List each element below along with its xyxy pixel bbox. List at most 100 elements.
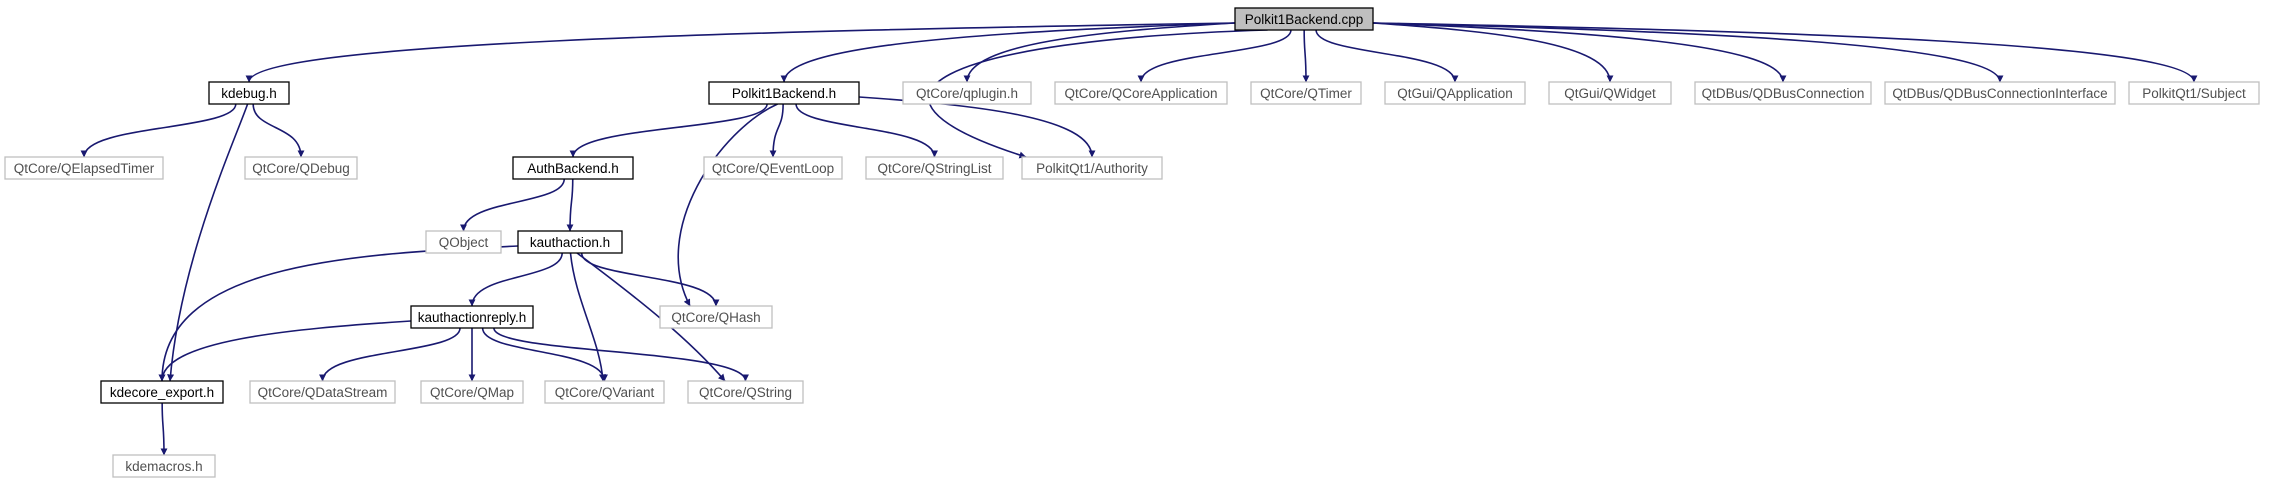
node-qstring: QtCore/QString bbox=[687, 380, 804, 404]
edge-polkit1backend-h-to-qhash bbox=[677, 103, 778, 307]
node-box-qeventloop bbox=[703, 156, 843, 180]
node-qdbusconnection: QtDBus/QDBusConnection bbox=[1694, 81, 1872, 105]
node-box-qvariant bbox=[544, 380, 665, 404]
edge-kdecore-export-h-to-kdemacros-h bbox=[160, 402, 168, 456]
node-box-qdbusconnection bbox=[1694, 81, 1872, 105]
node-qplugin-h: QtCore/qplugin.h bbox=[902, 81, 1032, 105]
edge-polkit1backend-cpp-to-qdbusconnectioninterface bbox=[1372, 22, 2004, 83]
node-qapplication: QtGui/QApplication bbox=[1384, 81, 1526, 105]
node-box-qtimer bbox=[1250, 81, 1362, 105]
node-qvariant: QtCore/QVariant bbox=[544, 380, 665, 404]
edge-polkit1backend-cpp-to-qtimer bbox=[1302, 29, 1310, 83]
node-label-qobject: QObject bbox=[439, 235, 489, 250]
edge-polkit1backend-cpp-to-qapplication bbox=[1315, 29, 1459, 83]
node-label-qplugin-h: QtCore/qplugin.h bbox=[916, 86, 1018, 101]
node-box-kdemacros-h bbox=[112, 454, 216, 478]
edge-polkit1backend-h-to-qstringlist bbox=[795, 103, 938, 158]
node-box-qplugin-h bbox=[902, 81, 1032, 105]
node-qelapsedtimer: QtCore/QElapsedTimer bbox=[4, 156, 164, 180]
node-polkitqt1-authority: PolkitQt1/Authority bbox=[1021, 156, 1163, 180]
node-box-kdebug-h bbox=[208, 81, 290, 105]
node-box-kdecore-export-h bbox=[100, 380, 224, 404]
node-qhash: QtCore/QHash bbox=[659, 305, 773, 329]
node-kdebug-h[interactable]: kdebug.h bbox=[208, 81, 290, 105]
edge-authbackend-h-to-kauthaction-h bbox=[566, 178, 574, 232]
node-qdbusconnectioninterface: QtDBus/QDBusConnectionInterface bbox=[1884, 81, 2116, 105]
node-label-qstring: QtCore/QString bbox=[699, 385, 792, 400]
node-box-qelapsedtimer bbox=[4, 156, 164, 180]
node-label-qvariant: QtCore/QVariant bbox=[555, 385, 655, 400]
node-qmap: QtCore/QMap bbox=[420, 380, 524, 404]
node-label-kdebug-h: kdebug.h bbox=[221, 86, 277, 101]
edge-kauthactionreply-h-to-qvariant bbox=[481, 327, 608, 382]
edge-polkit1backend-cpp-to-qcoreapplication bbox=[1137, 29, 1292, 83]
node-box-qstring bbox=[687, 380, 804, 404]
node-label-polkit1backend-h: Polkit1Backend.h bbox=[732, 86, 836, 101]
node-label-polkitqt1-subject: PolkitQt1/Subject bbox=[2142, 86, 2246, 101]
edges-layer bbox=[80, 22, 2198, 456]
node-box-qmap bbox=[420, 380, 524, 404]
edge-polkit1backend-cpp-to-polkit1backend-h bbox=[780, 22, 1236, 83]
node-box-polkit1backend-cpp bbox=[1234, 7, 1374, 31]
node-label-authbackend-h: AuthBackend.h bbox=[527, 161, 619, 176]
node-label-kdemacros-h: kdemacros.h bbox=[125, 459, 202, 474]
edge-polkit1backend-h-to-qeventloop bbox=[769, 103, 784, 158]
edge-polkit1backend-cpp-to-polkitqt1-subject bbox=[1372, 22, 2198, 83]
node-polkit1backend-cpp[interactable]: Polkit1Backend.cpp bbox=[1234, 7, 1374, 31]
edge-polkit1backend-cpp-to-qplugin-h bbox=[963, 22, 1236, 83]
edge-authbackend-h-to-qobject bbox=[460, 178, 566, 232]
node-label-qcoreapplication: QtCore/QCoreApplication bbox=[1064, 86, 1217, 101]
node-box-kauthaction-h bbox=[517, 230, 623, 254]
node-label-polkitqt1-authority: PolkitQt1/Authority bbox=[1036, 161, 1148, 176]
node-label-polkit1backend-cpp: Polkit1Backend.cpp bbox=[1245, 12, 1364, 27]
node-box-qdebug bbox=[244, 156, 358, 180]
node-box-authbackend-h bbox=[512, 156, 634, 180]
node-qstringlist: QtCore/QStringList bbox=[865, 156, 1004, 180]
edge-polkit1backend-h-to-polkitqt1-authority bbox=[858, 96, 1096, 158]
node-box-polkit1backend-h bbox=[708, 81, 860, 105]
node-qobject: QObject bbox=[425, 230, 502, 254]
node-label-kdecore-export-h: kdecore_export.h bbox=[110, 385, 214, 400]
node-kdecore-export-h[interactable]: kdecore_export.h bbox=[100, 380, 224, 404]
node-box-qobject bbox=[425, 230, 502, 254]
node-box-polkitqt1-authority bbox=[1021, 156, 1163, 180]
node-polkitqt1-subject: PolkitQt1/Subject bbox=[2128, 81, 2260, 105]
nodes-layer: Polkit1Backend.cpp kdebug.h Polkit1Backend… bbox=[4, 7, 2260, 478]
node-box-qcoreapplication bbox=[1054, 81, 1228, 105]
node-label-qdatastream: QtCore/QDataStream bbox=[258, 385, 388, 400]
node-label-qtimer: QtCore/QTimer bbox=[1260, 86, 1352, 101]
node-box-qdatastream bbox=[249, 380, 396, 404]
node-kauthactionreply-h[interactable]: kauthactionreply.h bbox=[410, 305, 534, 329]
edge-kauthaction-h-to-qhash bbox=[580, 252, 720, 307]
node-box-qdbusconnectioninterface bbox=[1884, 81, 2116, 105]
edge-kauthactionreply-h-to-qdatastream bbox=[319, 327, 461, 382]
node-qtimer: QtCore/QTimer bbox=[1250, 81, 1362, 105]
edge-polkit1backend-cpp-to-kdebug-h bbox=[245, 22, 1236, 83]
node-qdebug: QtCore/QDebug bbox=[244, 156, 358, 180]
edge-kauthaction-h-to-kauthactionreply-h bbox=[468, 252, 563, 307]
node-box-qstringlist bbox=[865, 156, 1004, 180]
node-polkit1backend-h[interactable]: Polkit1Backend.h bbox=[708, 81, 860, 105]
edge-polkit1backend-cpp-to-qwidget bbox=[1372, 22, 1614, 83]
node-label-qeventloop: QtCore/QEventLoop bbox=[712, 161, 834, 176]
node-box-qhash bbox=[659, 305, 773, 329]
edge-polkit1backend-h-to-authbackend-h bbox=[569, 103, 768, 158]
edge-kauthaction-h-to-qvariant bbox=[569, 252, 607, 382]
edge-kdebug-h-to-qdebug bbox=[252, 103, 305, 158]
node-label-qapplication: QtGui/QApplication bbox=[1397, 86, 1513, 101]
node-box-polkitqt1-subject bbox=[2128, 81, 2260, 105]
node-box-qapplication bbox=[1384, 81, 1526, 105]
node-qcoreapplication: QtCore/QCoreApplication bbox=[1054, 81, 1228, 105]
node-authbackend-h[interactable]: AuthBackend.h bbox=[512, 156, 634, 180]
node-label-qelapsedtimer: QtCore/QElapsedTimer bbox=[14, 161, 155, 176]
edge-kdebug-h-to-kdecore-export-h bbox=[167, 103, 249, 382]
edge-kdebug-h-to-qelapsedtimer bbox=[80, 103, 237, 158]
node-label-kauthaction-h: kauthaction.h bbox=[530, 235, 610, 250]
node-label-qhash: QtCore/QHash bbox=[671, 310, 760, 325]
edge-polkit1backend-cpp-to-polkitqt1-authority bbox=[927, 29, 1268, 159]
edge-kauthactionreply-h-to-qstring bbox=[493, 327, 749, 382]
node-kauthaction-h[interactable]: kauthaction.h bbox=[517, 230, 623, 254]
node-qdatastream: QtCore/QDataStream bbox=[249, 380, 396, 404]
node-label-qdbusconnection: QtDBus/QDBusConnection bbox=[1702, 86, 1865, 101]
